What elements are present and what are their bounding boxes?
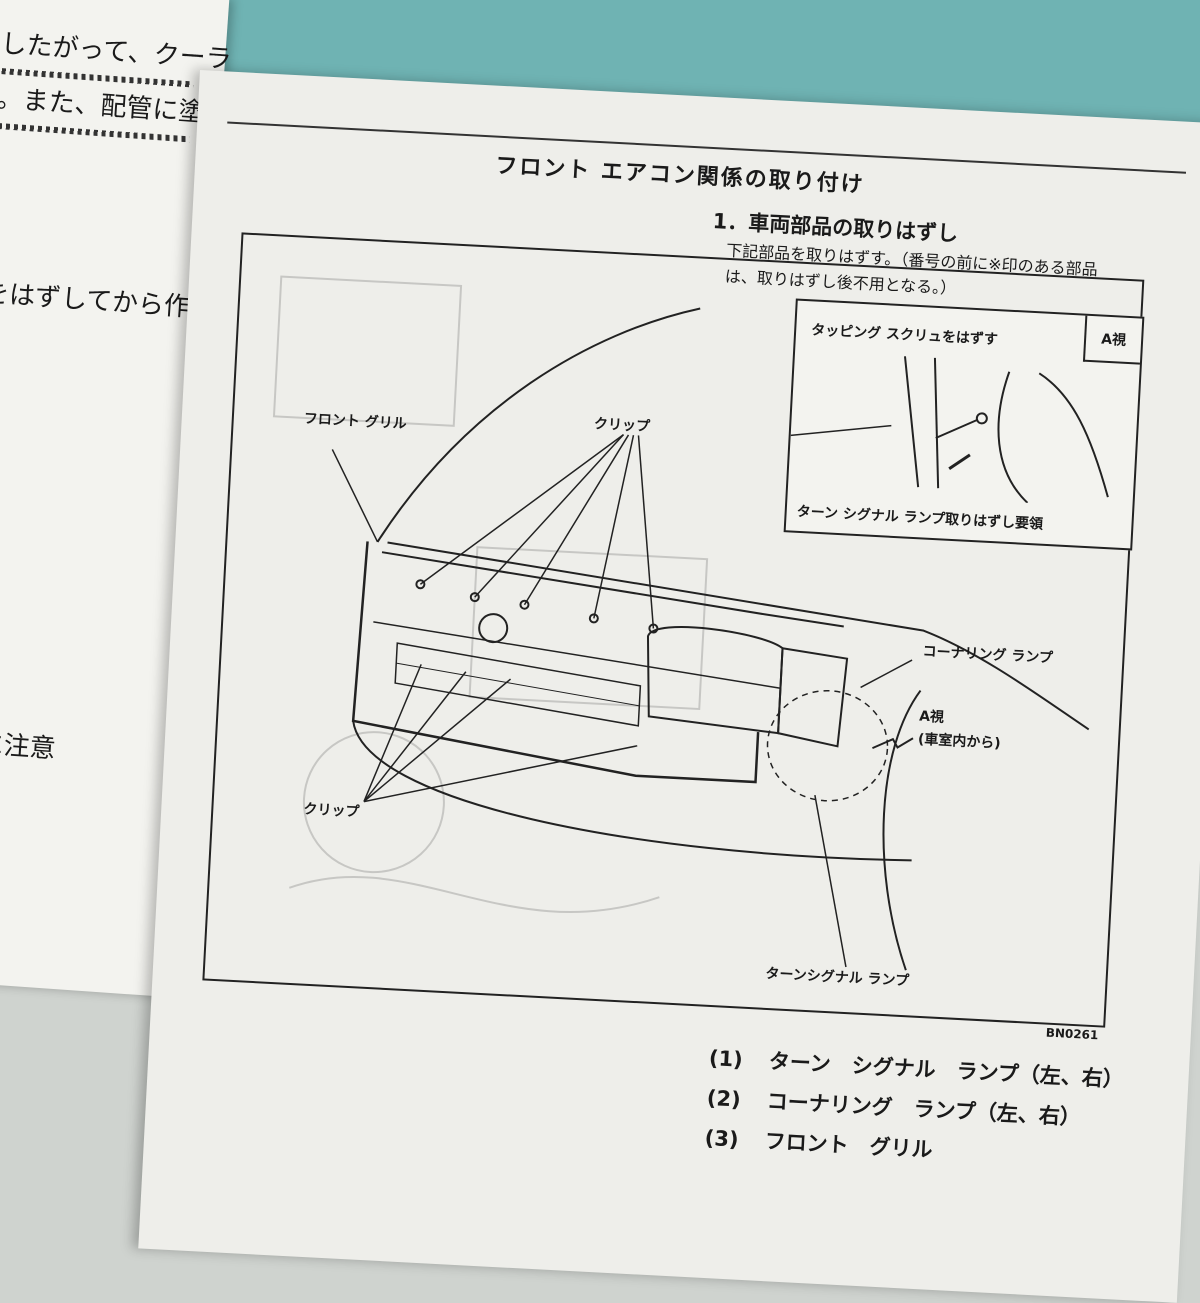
left-page-line: したがって、クーラ bbox=[0, 29, 233, 76]
item-number: (3) bbox=[704, 1125, 740, 1152]
item-number: (2) bbox=[706, 1085, 742, 1112]
view-a-label: A視 bbox=[918, 708, 945, 726]
inset-detail-view: A視 タッピング スクリュをはずす ターン シグナル ランプ取りはずし要領 bbox=[783, 298, 1145, 551]
left-page-line: 分に注意 bbox=[0, 727, 57, 765]
view-a-note: (車室内から) bbox=[917, 731, 1002, 752]
figure-code: BN0261 bbox=[1045, 1025, 1099, 1043]
show-through-diagram bbox=[272, 275, 709, 913]
item-number: (1) bbox=[708, 1046, 744, 1072]
parts-list: (1)ターン シグナル ランプ（左、右） (2)コーナリング ランプ（左、右） … bbox=[704, 1038, 1125, 1180]
page-title: フロント エアコン関係の取り付け bbox=[494, 153, 866, 198]
diagram-frame: フロント グリル クリップ クリップ コーナリング ランプ A視 (車室内から)… bbox=[202, 232, 1145, 1028]
clip-label-top: クリップ bbox=[593, 416, 651, 436]
left-page-line: をはずしてから作 bbox=[0, 278, 191, 323]
inset-diagram bbox=[790, 356, 1109, 504]
item-name: フロント グリル bbox=[764, 1129, 934, 1162]
clip-label-bottom: クリップ bbox=[303, 801, 360, 821]
manual-page: フロント エアコン関係の取り付け 1．車両部品の取りはずし 下記部品を取りはずす… bbox=[138, 70, 1200, 1303]
vehicle-front-diagram bbox=[331, 307, 1090, 971]
inset-caption: ターン シグナル ランプ取りはずし要領 bbox=[796, 503, 1044, 533]
